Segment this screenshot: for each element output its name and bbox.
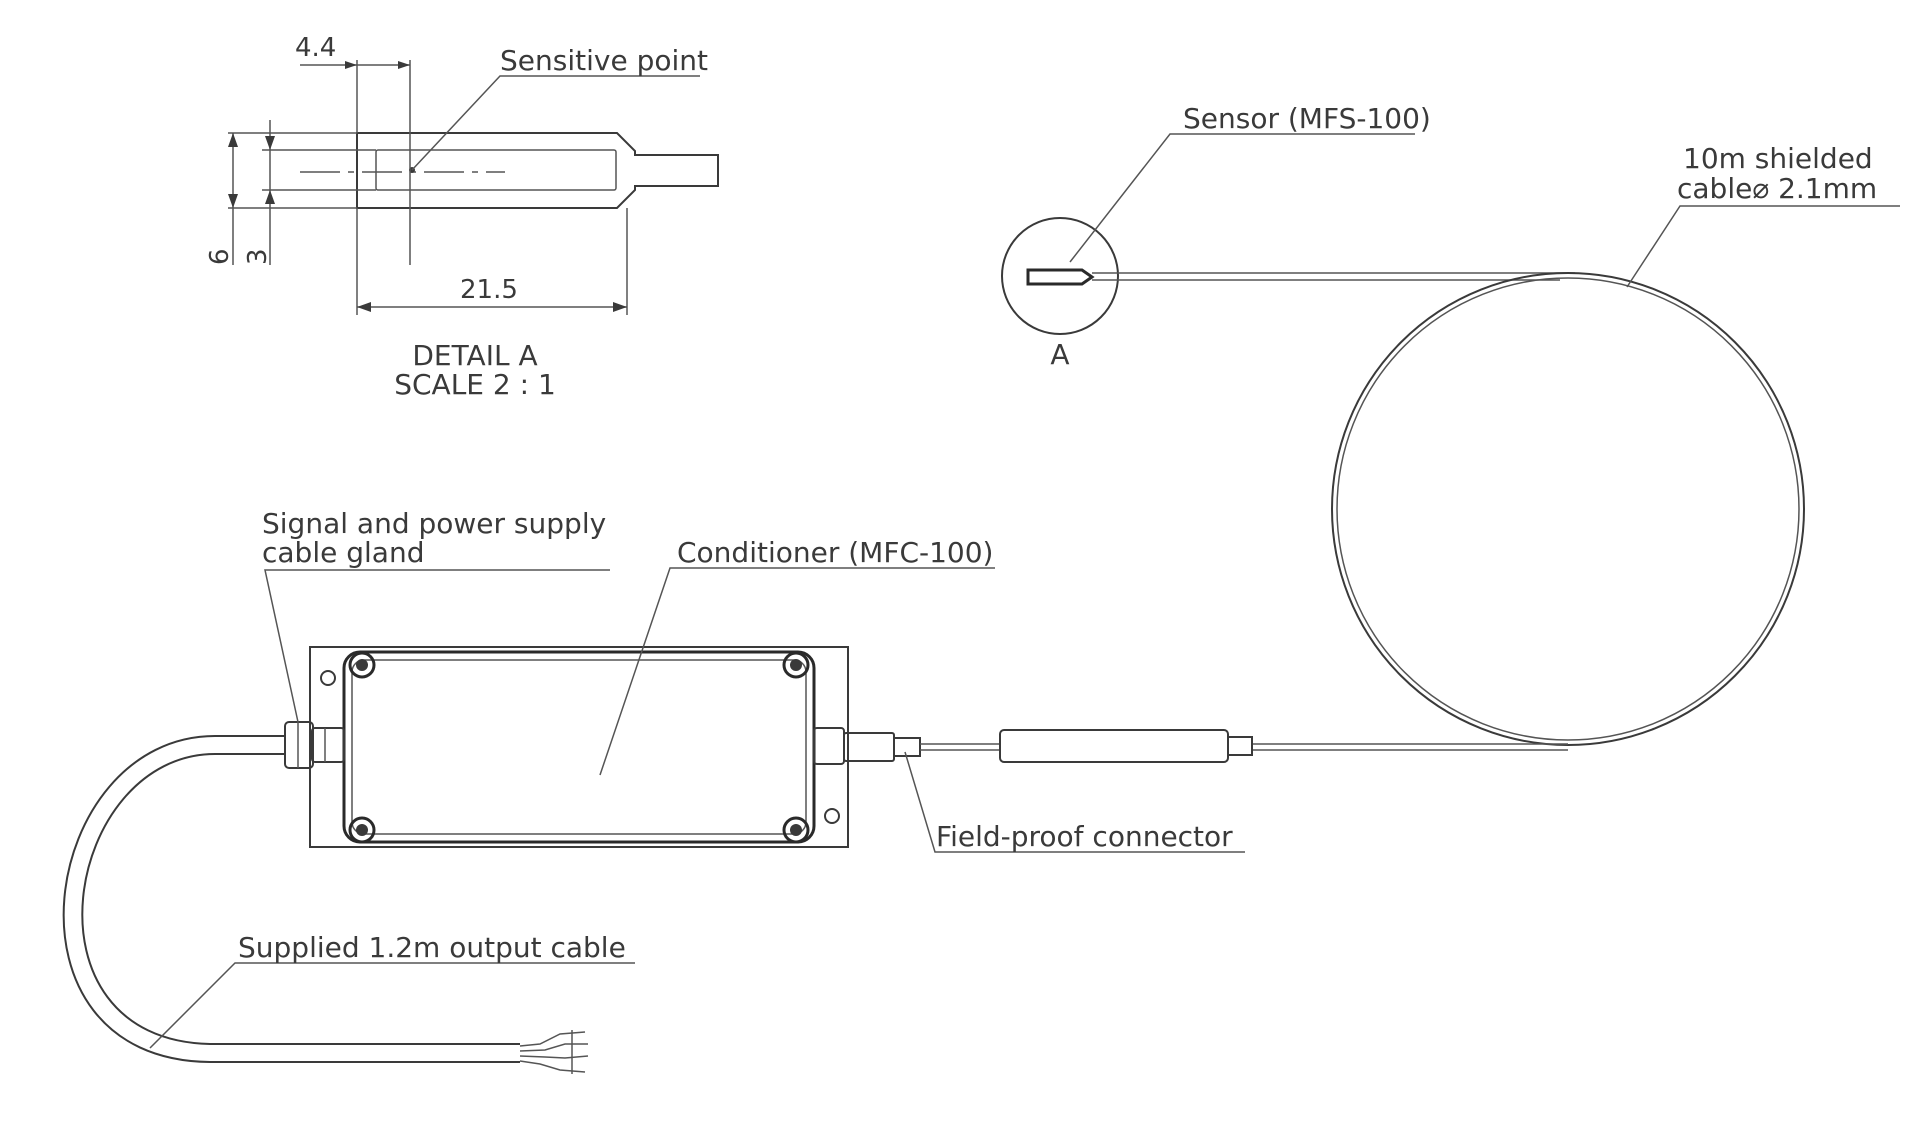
sensitive-point-label: Sensitive point	[500, 44, 708, 77]
dim-height-inner-label: 3	[243, 248, 273, 265]
cable-label-line2: cable⌀ 2.1mm	[1677, 172, 1877, 205]
dim-height-outer-label: 6	[205, 248, 235, 265]
conditioner-enclosure	[342, 650, 816, 844]
dim-length-label: 21.5	[460, 275, 518, 305]
sensor-probe	[1026, 268, 1095, 286]
connector-leader	[904, 751, 1245, 853]
conditioner-base-plate	[309, 646, 849, 848]
gland-label-line2: cable gland	[262, 536, 424, 569]
output-cable-inner	[81, 753, 520, 1045]
output-cable: Supplied 1.2m output cable	[62, 735, 635, 1074]
dim-width-top-label: 4.4	[295, 33, 336, 63]
screw-top-left	[348, 651, 376, 679]
output-cable-leader	[149, 962, 635, 1049]
mounting-hole-left	[320, 670, 336, 686]
cable-label-line1: 10m shielded	[1683, 142, 1873, 175]
dim-arrows-height-inner	[265, 136, 275, 204]
detail-a-circle	[1001, 217, 1119, 335]
gland-leader	[264, 569, 610, 723]
mounting-hole-right	[824, 808, 840, 824]
detail-inner-cavity	[375, 149, 617, 191]
connector-label: Field-proof connector	[936, 820, 1233, 853]
detail-scale: SCALE 2 : 1	[394, 368, 556, 401]
conditioner-leader	[599, 567, 995, 776]
cable-gland	[284, 721, 345, 769]
detail-a-view: 4.4 21.5 6 3 Sensitive point DETAIL A SC…	[205, 33, 719, 401]
output-cable-outer	[62, 735, 520, 1063]
detail-title: DETAIL A	[412, 339, 537, 372]
cable-leader	[1626, 205, 1900, 288]
field-proof-connector	[813, 727, 1253, 765]
gland-label-line1: Signal and power supply	[262, 507, 606, 540]
sensor-label: Sensor (MFS-100)	[1183, 102, 1431, 135]
cable-coil-outer	[1331, 272, 1805, 746]
screw-top-right	[782, 651, 810, 679]
output-cable-wires	[519, 1030, 589, 1074]
detail-a-callout-letter: A	[1050, 338, 1069, 371]
sensor-leader	[1069, 133, 1415, 263]
conditioner-label: Conditioner (MFC-100)	[677, 536, 993, 569]
screw-bottom-right	[782, 816, 810, 844]
sensitive-point-leader	[411, 75, 700, 171]
sensor-and-cable: A Sensor (MFS-100) 10m shielded cable⌀ 2…	[1001, 102, 1900, 751]
output-cable-label: Supplied 1.2m output cable	[238, 931, 626, 964]
cable-coil-inner	[1336, 277, 1800, 741]
detail-sensor-body	[356, 132, 719, 209]
conditioner-assembly: Conditioner (MFC-100) Signal and power s…	[262, 507, 1253, 853]
screw-bottom-left	[348, 816, 376, 844]
conditioner-lid	[351, 659, 807, 835]
